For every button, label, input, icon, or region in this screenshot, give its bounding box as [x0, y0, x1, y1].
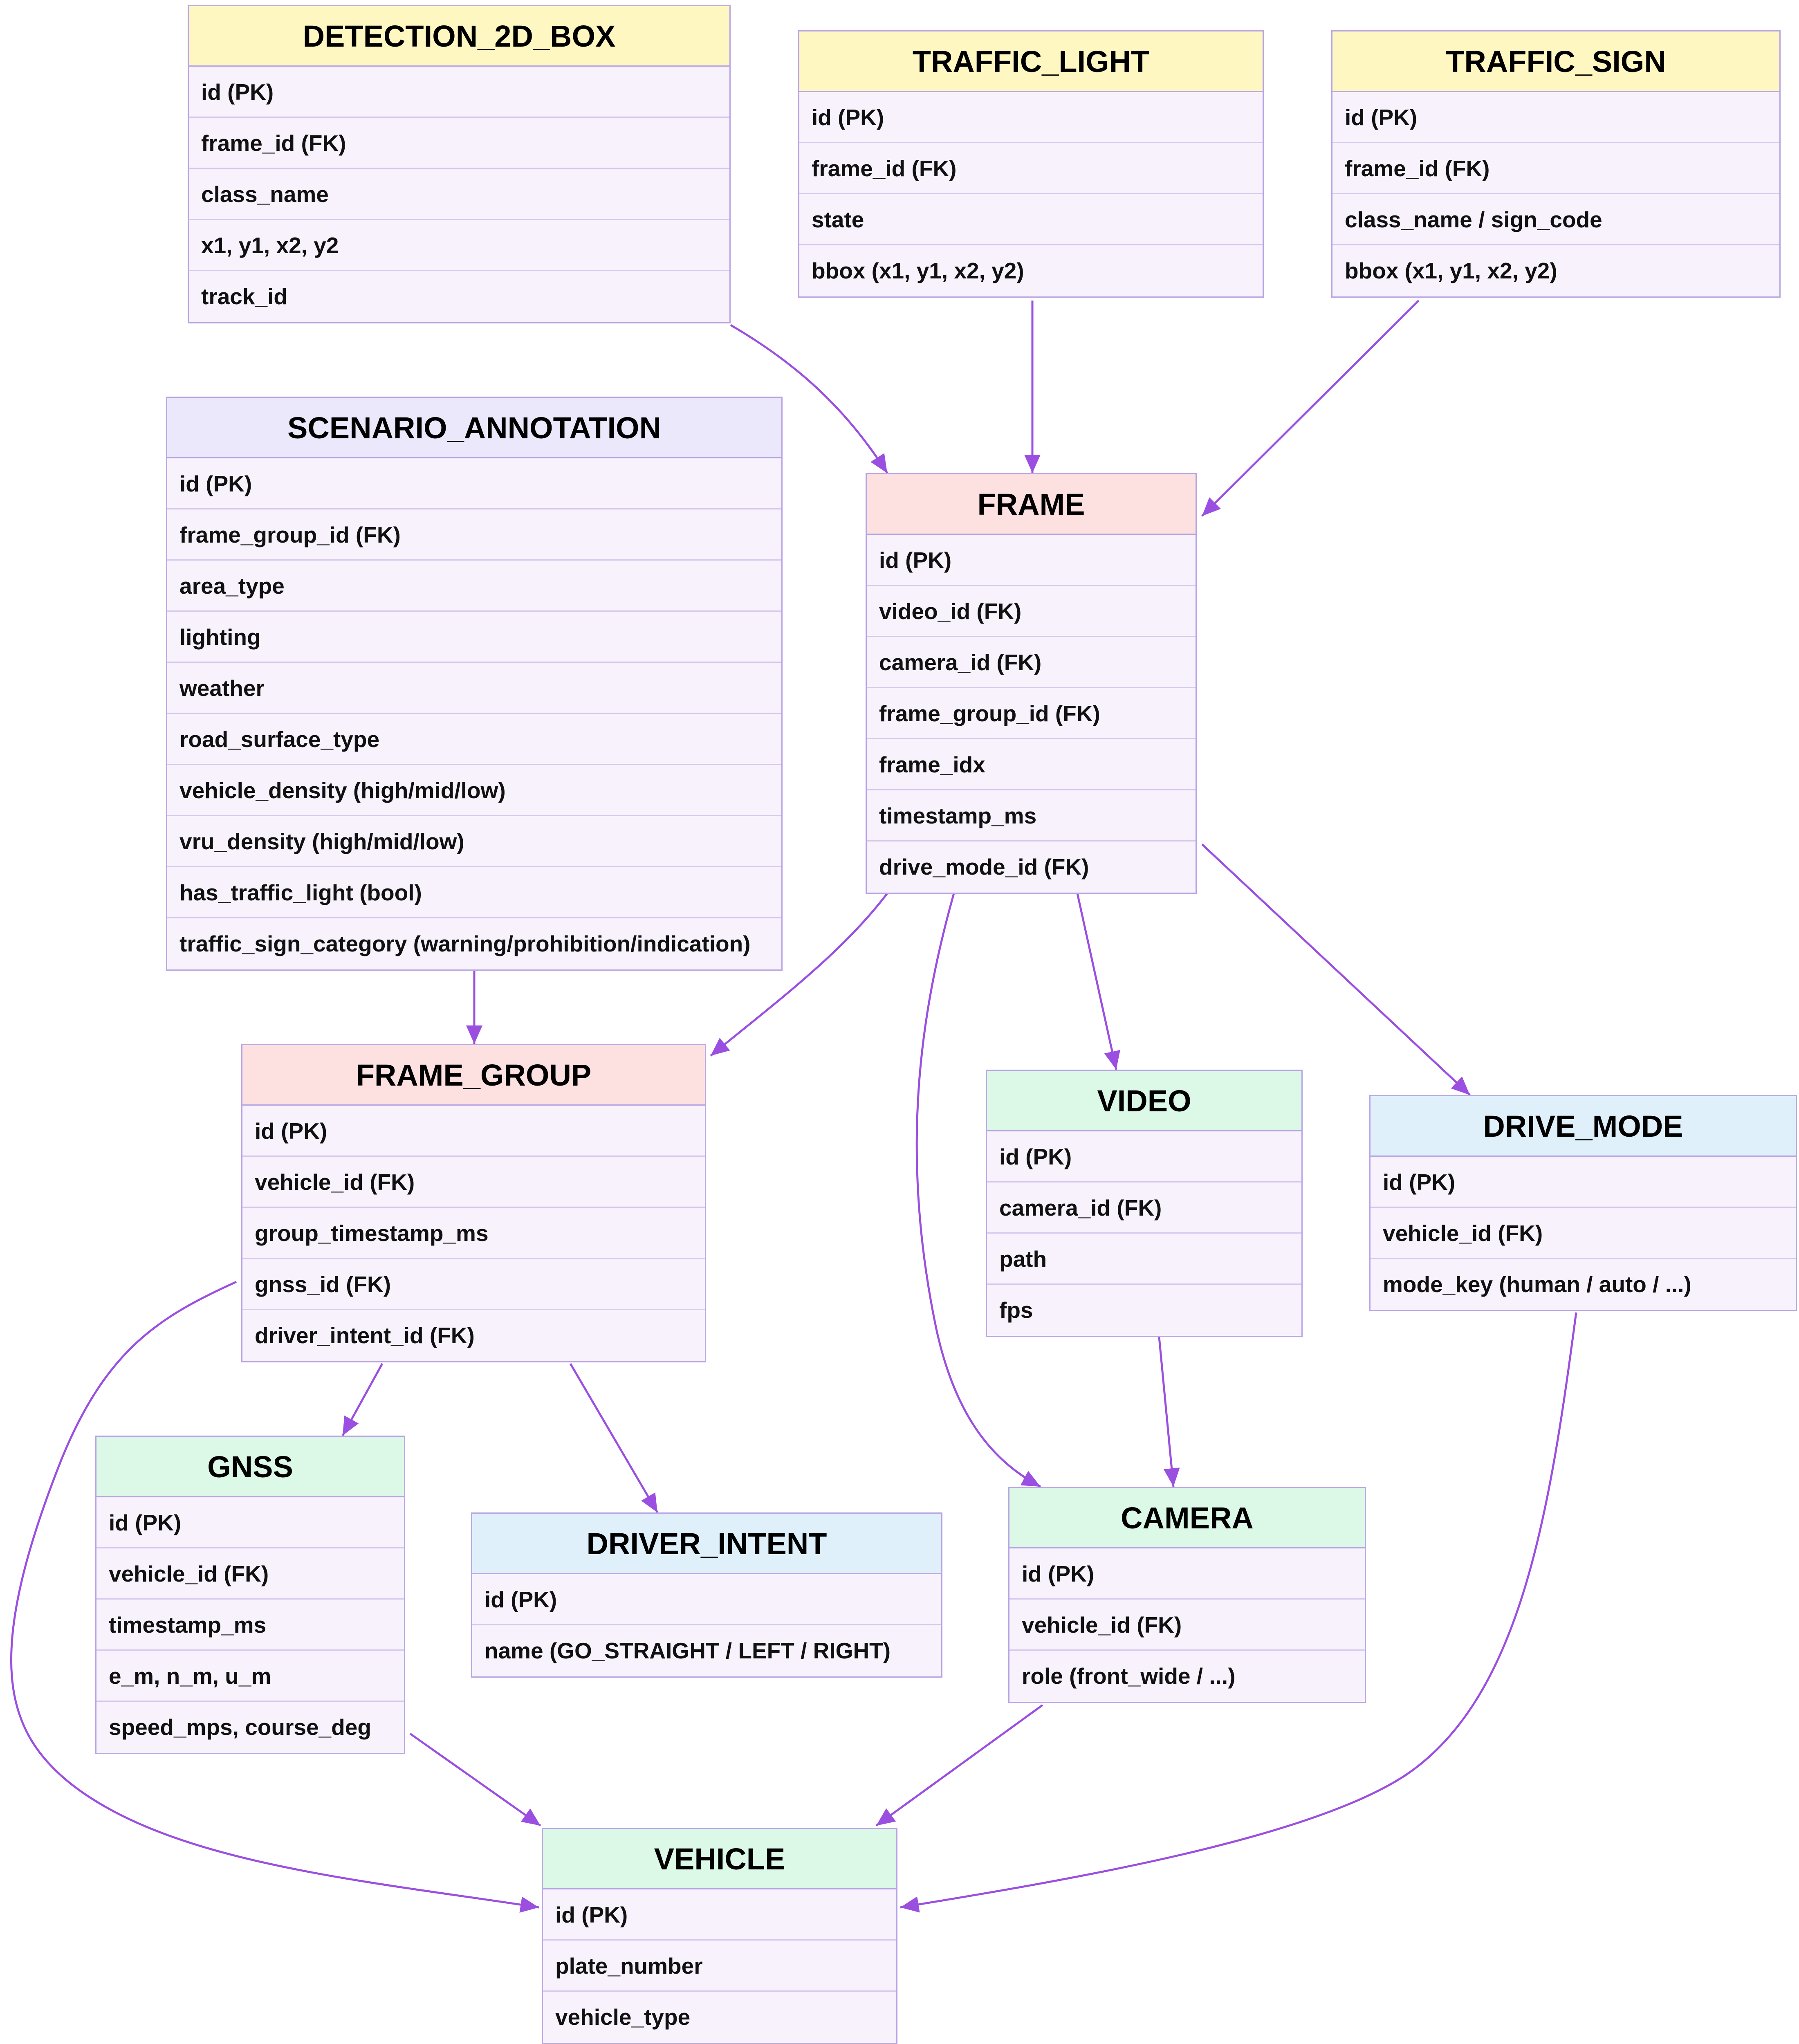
- entity-field: path: [987, 1234, 1301, 1285]
- entity-field: class_name: [189, 169, 729, 220]
- relationship-frame-to-video: [1076, 893, 1120, 1070]
- relationship-frame-group-to-vehicle: [10, 1281, 539, 1913]
- entity-field: id (PK): [96, 1497, 404, 1548]
- relationship-frame-to-drive-mode: [1201, 844, 1471, 1096]
- entity-field: id (PK): [167, 458, 781, 509]
- entity-title: TRAFFIC_SIGN: [1332, 31, 1779, 92]
- entity-field: road_surface_type: [167, 714, 781, 765]
- entity-title: GNSS: [96, 1437, 404, 1497]
- entity-vehicle: VEHICLE id (PK)plate_number vehicle_type: [542, 1828, 897, 2044]
- entity-field: role (front_wide / ...): [1022, 1663, 1236, 1689]
- entity-field: has_traffic_light (bool): [167, 867, 781, 918]
- entity-field: e_m, n_m, u_m: [96, 1651, 404, 1702]
- entity-field: timestamp_ms: [96, 1600, 404, 1651]
- entity-field: id (PK): [242, 1106, 705, 1157]
- entity-field: state: [799, 194, 1263, 245]
- entity-traffic-light: TRAFFIC_LIGHT id (PK)frame_id (FK)state b…: [798, 30, 1264, 298]
- entity-field: id (PK): [472, 1574, 941, 1625]
- entity-field: bbox (x1, y1, x2, y2): [812, 258, 1024, 283]
- entity-field: gnss_id (FK): [242, 1259, 705, 1310]
- entity-field: area_type: [167, 561, 781, 612]
- entity-field: frame_group_id (FK): [167, 509, 781, 561]
- entity-title: SCENARIO_ANNOTATION: [167, 398, 781, 458]
- entity-frame-group: FRAME_GROUP id (PK)vehicle_id (FK)group_…: [241, 1044, 706, 1362]
- entity-field: timestamp_ms: [867, 790, 1196, 841]
- entity-field: id (PK): [867, 535, 1196, 586]
- entity-traffic-sign: TRAFFIC_SIGN id (PK)frame_id (FK)class_n…: [1331, 30, 1781, 298]
- entity-title: DRIVER_INTENT: [472, 1514, 941, 1574]
- relationship-detection-2d-box-to-frame: [730, 324, 888, 474]
- entity-field: vehicle_type: [555, 2004, 691, 2030]
- entity-field: vehicle_id (FK): [242, 1157, 705, 1208]
- entity-field: vru_density (high/mid/low): [167, 816, 781, 867]
- entity-field: frame_id (FK): [189, 118, 729, 169]
- entity-field: vehicle_id (FK): [96, 1548, 404, 1600]
- entity-field: drive_mode_id (FK): [879, 854, 1089, 880]
- entity-title: VIDEO: [987, 1071, 1301, 1131]
- entity-title: FRAME: [867, 474, 1196, 535]
- entity-field: vehicle_id (FK): [1009, 1600, 1365, 1651]
- entity-field: camera_id (FK): [867, 637, 1196, 688]
- entity-field: class_name / sign_code: [1332, 194, 1779, 245]
- relationship-frame-group-to-driver-intent: [569, 1363, 659, 1513]
- entity-field: frame_id (FK): [1332, 143, 1779, 194]
- entity-field: mode_key (human / auto / ...): [1383, 1272, 1691, 1297]
- entity-driver-intent: DRIVER_INTENT id (PK) name (GO_STRAIGHT /…: [471, 1512, 942, 1678]
- entity-field: video_id (FK): [867, 586, 1196, 637]
- entity-field: x1, y1, x2, y2: [189, 220, 729, 271]
- entity-field: track_id: [201, 284, 287, 309]
- entity-field: plate_number: [543, 1941, 896, 1992]
- relationship-camera-to-vehicle: [875, 1704, 1043, 1827]
- entity-field: frame_idx: [867, 739, 1196, 790]
- entity-field: bbox (x1, y1, x2, y2): [1345, 258, 1557, 283]
- entity-field: lighting: [167, 612, 781, 663]
- relationship-gnss-to-vehicle: [409, 1732, 541, 1827]
- entity-field: frame_id (FK): [799, 143, 1263, 194]
- entity-title: DRIVE_MODE: [1371, 1096, 1796, 1157]
- entity-title: TRAFFIC_LIGHT: [799, 31, 1263, 92]
- entity-scenario-annotation: SCENARIO_ANNOTATION id (PK)frame_group_i…: [166, 397, 783, 971]
- entity-field: id (PK): [543, 1889, 896, 1941]
- relationship-frame-to-frame-group: [710, 893, 888, 1057]
- entity-title: FRAME_GROUP: [242, 1045, 705, 1106]
- relationship-frame-to-camera: [915, 893, 1041, 1488]
- entity-field: frame_group_id (FK): [867, 688, 1196, 739]
- entity-title: DETECTION_2D_BOX: [189, 6, 729, 67]
- entity-camera: CAMERA id (PK)vehicle_id (FK) role (front…: [1008, 1487, 1366, 1703]
- relationship-drive-mode-to-vehicle: [900, 1312, 1577, 1913]
- entity-field: speed_mps, course_deg: [109, 1714, 371, 1740]
- entity-field: vehicle_density (high/mid/low): [167, 765, 781, 816]
- relationship-video-to-camera: [1158, 1337, 1180, 1487]
- entity-field: id (PK): [1371, 1157, 1796, 1208]
- entity-field: group_timestamp_ms: [242, 1208, 705, 1259]
- entity-field: id (PK): [189, 67, 729, 118]
- entity-drive-mode: DRIVE_MODE id (PK)vehicle_id (FK) mode_ke…: [1369, 1095, 1797, 1311]
- entity-field: driver_intent_id (FK): [255, 1323, 475, 1348]
- entity-detection-2d-box: DETECTION_2D_BOX id (PK)frame_id (FK)cla…: [188, 5, 731, 323]
- entity-field: id (PK): [1332, 92, 1779, 143]
- entity-field: vehicle_id (FK): [1371, 1208, 1796, 1259]
- entity-video: VIDEO id (PK)camera_id (FK)path fps: [986, 1070, 1303, 1337]
- entity-title: CAMERA: [1009, 1488, 1365, 1548]
- entity-field: camera_id (FK): [987, 1182, 1301, 1234]
- relationship-frame-group-to-gnss: [341, 1363, 384, 1436]
- entity-field: fps: [999, 1297, 1033, 1323]
- entity-field: weather: [167, 663, 781, 714]
- entity-field: traffic_sign_category (warning/prohibiti…: [179, 931, 751, 956]
- entity-field: id (PK): [987, 1131, 1301, 1182]
- entity-title: VEHICLE: [543, 1829, 896, 1889]
- entity-field: id (PK): [799, 92, 1263, 143]
- entity-field: name (GO_STRAIGHT / LEFT / RIGHT): [485, 1638, 891, 1663]
- entity-frame: FRAME id (PK)video_id (FK)camera_id (FK)…: [866, 473, 1197, 894]
- entity-field: id (PK): [1009, 1548, 1365, 1600]
- relationship-traffic-sign-to-frame: [1201, 300, 1420, 517]
